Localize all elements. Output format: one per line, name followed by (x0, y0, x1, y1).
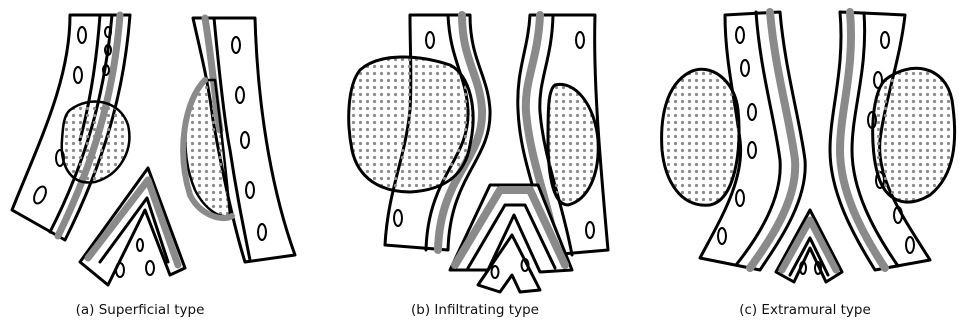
bile-duct-tumor-types-diagram (0, 0, 959, 300)
panel-c-tumor-right (873, 68, 955, 202)
caption-extramural: (c) Extramural type (700, 302, 910, 322)
panel-c-extramural (662, 12, 955, 282)
panel-b-tumor-left (349, 57, 473, 192)
caption-superficial: (a) Superficial type (40, 302, 240, 322)
panel-b-infiltrating (349, 15, 608, 292)
caption-infiltrating: (b) Infiltrating type (375, 302, 575, 322)
panel-a-superficial (12, 15, 295, 285)
panel-a-bifurcation (80, 168, 185, 285)
panel-c-tumor-left (662, 69, 739, 205)
panel-a-tumor-left (62, 102, 130, 183)
